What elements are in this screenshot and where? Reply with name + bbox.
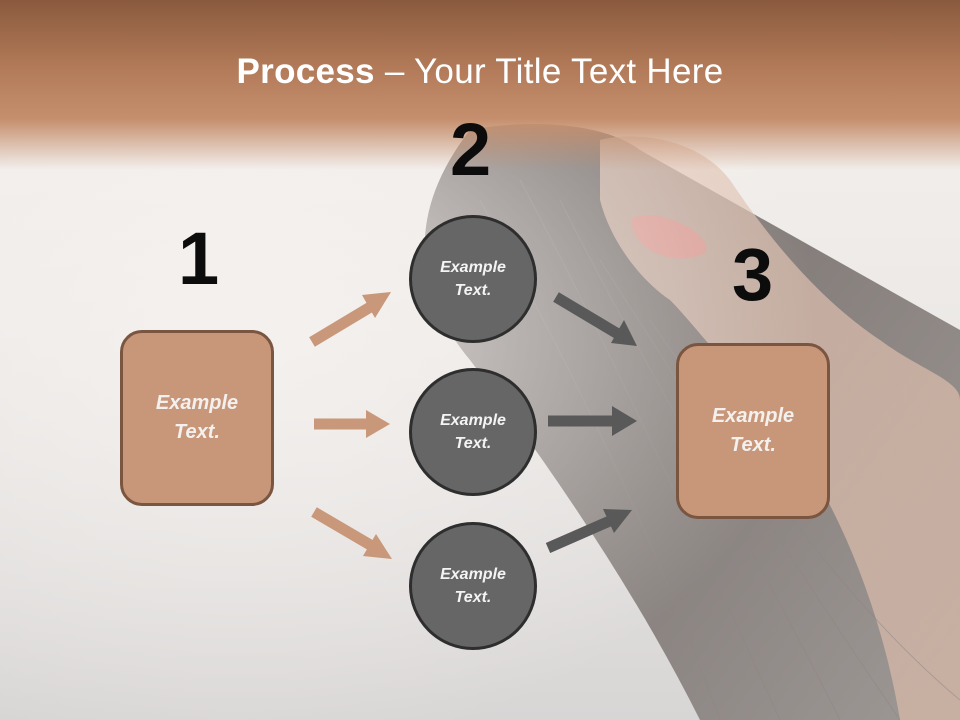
title-rest: – Your Title Text Here (374, 52, 724, 91)
step-2-circle-bottom[interactable]: Example Text. (409, 522, 537, 650)
step-number-2: 2 (450, 108, 492, 191)
step-2-circle-middle[interactable]: Example Text. (409, 368, 537, 496)
step-2-circle-top[interactable]: Example Text. (409, 215, 537, 343)
step-3-box[interactable]: Example Text. (676, 343, 830, 519)
title-bold: Process (236, 52, 375, 91)
circle-bottom-text: Example Text. (440, 566, 506, 606)
circle-middle-text: Example Text. (440, 412, 506, 452)
step-1-box[interactable]: Example Text. (120, 330, 274, 506)
step-number-3: 3 (732, 233, 774, 316)
step-1-text: Example Text. (155, 392, 239, 443)
slide-title[interactable]: Process – Your Title Text Here (0, 52, 960, 92)
step-number-1: 1 (178, 217, 220, 300)
step-3-text: Example Text. (711, 405, 795, 456)
circle-top-text: Example Text. (440, 259, 506, 299)
header-band (0, 0, 960, 170)
